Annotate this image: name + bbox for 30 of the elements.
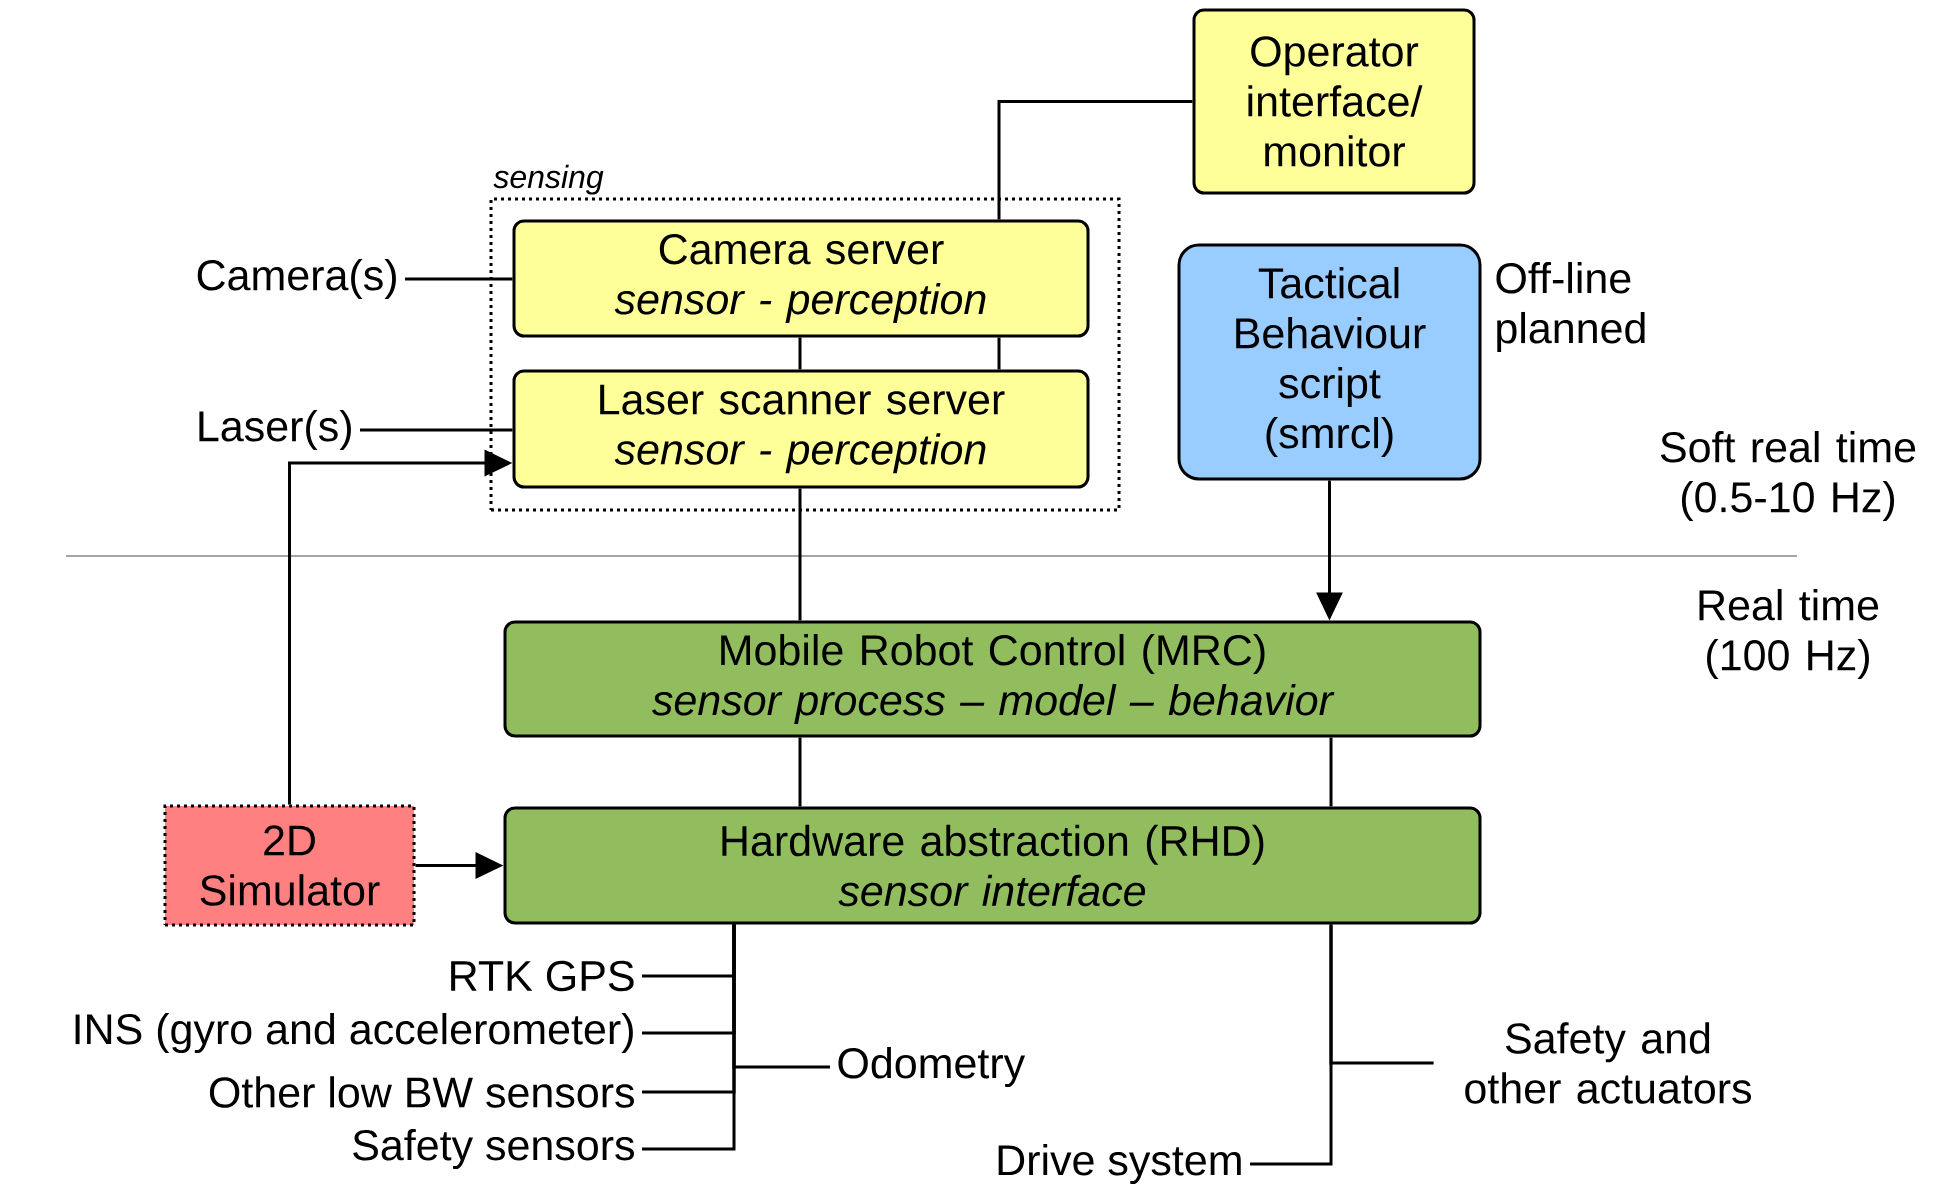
script-box: Tactical Behaviour script (smrcl) [1177,243,1482,481]
timing-note: Soft real time (0.5-10 Hz) [1660,431,1916,522]
connector-line [798,337,802,370]
process-box: Hardware abstraction (RHD) sensor interface [503,806,1482,925]
timing-note: Real time (100 Hz) [1699,589,1879,680]
simulator-box: 2D Simulator [163,804,416,927]
text-label: Safety and other actuators [1465,1022,1752,1104]
connector-line [798,488,802,621]
server-box: Camera server sensor - perception [512,219,1090,338]
connector-line [997,100,1193,220]
side-note: Off-line planned [1496,261,1645,353]
text-label: Drive system [998,1143,1241,1185]
text-label: Other low BW sensors [209,1076,634,1108]
node-label: sensing [493,164,604,195]
operator-box: Operator interface/ monitor [1192,8,1476,195]
text-label: RTK GPS [451,960,634,992]
text-label: Odometry [838,1046,1026,1088]
connector-line [405,277,513,281]
text-label: Laser(s) [199,410,351,451]
connector-line [732,924,830,1069]
connector-line [997,337,1001,370]
process-box: Mobile Robot Control (MRC) sensor process – model – behavior [503,620,1482,738]
connector-line [1329,737,1333,807]
text-label: Camera(s) [197,259,396,300]
text-label: Safety sensors [353,1129,634,1170]
connector-line [1329,924,1434,1065]
server-box: Laser scanner server sensor - perception [512,369,1090,489]
text-label: INS (gyro and accelerometer) [75,1012,633,1054]
connector-line [798,737,802,807]
connector-line [360,428,513,432]
